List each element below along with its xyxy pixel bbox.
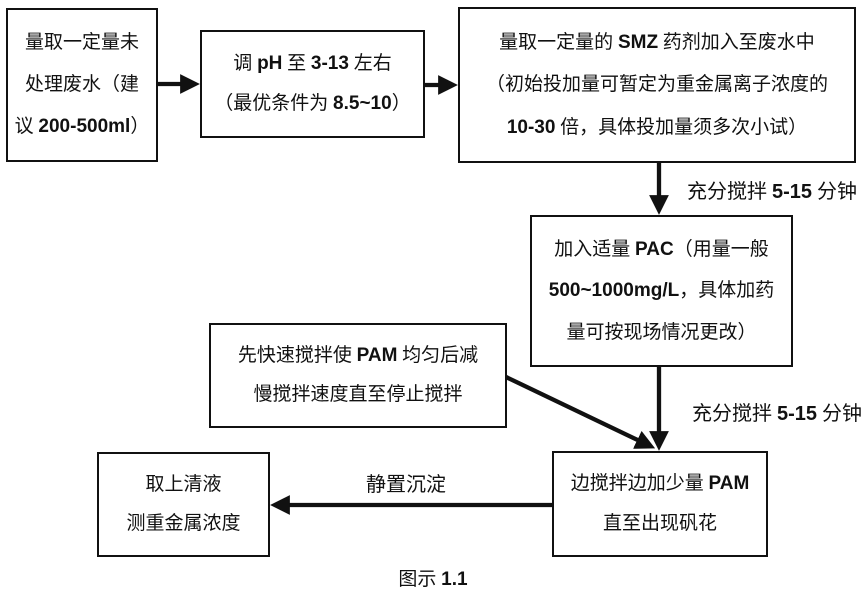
flow-step-add-smz: 量取一定量的 SMZ 药剂加入至废水中 （初始投加量可暂定为重金属离子浓度的 1…: [458, 7, 856, 163]
step-text-line: 量可按现场情况更改）: [566, 321, 757, 343]
edge-label-stir-after-pac: 充分搅拌 5-15 分钟: [692, 403, 863, 425]
step-text-line: 处理废水（建: [24, 74, 139, 96]
step-text-line: 500~1000mg/L，具体加药: [548, 280, 775, 302]
step-text-line: 调 pH 至 3-13 左右: [233, 52, 392, 74]
flow-step-add-pam-floc: 边搅拌边加少量 PAM 直至出现矾花: [552, 451, 768, 557]
step-text-line: 先快速搅拌使 PAM 均匀后减: [237, 344, 479, 366]
flow-step-add-pac: 加入适量 PAC（用量一般 500~1000mg/L，具体加药 量可按现场情况更…: [530, 215, 793, 367]
step-text-line: 量取一定量未: [24, 32, 139, 54]
step-text-line: （最优条件为 8.5~10）: [214, 93, 411, 115]
step-text-line: 取上清液: [145, 473, 222, 495]
step-text-line: 直至出现矾花: [602, 513, 717, 535]
step-text-line: 10-30 倍，具体投加量须多次小试）: [506, 116, 808, 138]
flow-step-measure-wastewater: 量取一定量未 处理废水（建 议 200-500ml）: [6, 8, 158, 162]
flow-step-stir-pam: 先快速搅拌使 PAM 均匀后减 慢搅拌速度直至停止搅拌: [209, 323, 507, 428]
step-text-line: 慢搅拌速度直至停止搅拌: [253, 384, 463, 406]
arrow-stirpam-to-pam: [505, 375, 656, 449]
step-text-line: （初始投加量可暂定为重金属离子浓度的: [485, 74, 828, 96]
step-text-line: 测重金属浓度: [126, 513, 241, 535]
flow-step-adjust-ph: 调 pH 至 3-13 左右 （最优条件为 8.5~10）: [200, 30, 425, 138]
step-text-line: 议 200-500ml）: [14, 116, 150, 138]
step-text-line: 加入适量 PAC（用量一般: [554, 238, 769, 260]
step-text-line: 量取一定量的 SMZ 药剂加入至废水中: [499, 31, 815, 53]
edge-label-settle: 静置沉淀: [366, 474, 446, 496]
edge-label-stir-after-smz: 充分搅拌 5-15 分钟: [687, 181, 858, 203]
step-text-line: 边搅拌边加少量 PAM: [570, 473, 750, 495]
flow-step-supernatant: 取上清液 测重金属浓度: [97, 452, 270, 557]
figure-caption: 图示 1.1: [398, 569, 468, 590]
